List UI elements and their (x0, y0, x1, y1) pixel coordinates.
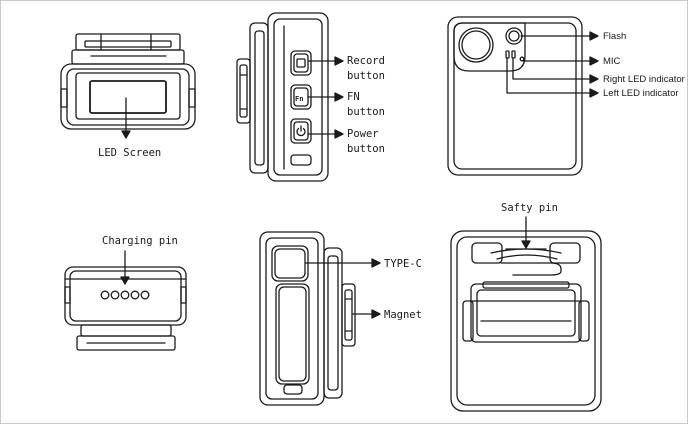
type-c-port (271, 245, 309, 282)
magnet-callout (352, 309, 381, 319)
safety-pin (471, 242, 581, 276)
charging-pins (100, 290, 150, 300)
mic-hole (519, 56, 525, 62)
fn-button-callout (307, 92, 344, 102)
left-led-label: Left LED indicator (603, 88, 679, 99)
record-button-label-2: button (347, 70, 385, 82)
type-c-side-view: TYPE-C Magnet (259, 231, 422, 406)
fn-button-label: FN (347, 91, 360, 103)
led-indicators (505, 50, 516, 59)
fn-glyph: Fn (295, 95, 303, 103)
record-button-label: Record (347, 55, 385, 67)
right-led-callout (512, 57, 599, 84)
led-screen-label: LED Screen (98, 147, 161, 159)
led-screen (75, 72, 181, 120)
record-button-callout (307, 56, 344, 66)
record-button[interactable] (290, 50, 312, 76)
back-clip-view: Safty pin (450, 202, 602, 412)
camera-lens (458, 27, 494, 63)
left-led-callout (506, 57, 599, 98)
power-button-label: Power (347, 128, 379, 140)
magnet-label: Magnet (384, 309, 422, 321)
power-button-label-2: button (347, 143, 385, 155)
right-led-label: Right LED indicator (603, 74, 685, 85)
front-camera-view: Flash MIC Right LED indicator Left LED i… (447, 16, 685, 176)
mic-callout (522, 56, 599, 66)
button-side-view: Fn Record button FN button (236, 12, 385, 182)
type-c-callout (305, 258, 381, 268)
power-button-callout (307, 129, 344, 139)
charging-pin-view: Charging pin (64, 235, 187, 351)
flash-callout (520, 31, 599, 41)
fn-button-label-2: button (347, 106, 385, 118)
flash-label: Flash (603, 31, 626, 42)
led-screen-view: LED Screen (60, 33, 196, 159)
flash-light (505, 27, 523, 45)
safty-pin-label: Safty pin (501, 202, 558, 214)
mic-label: MIC (603, 56, 621, 67)
power-button[interactable] (290, 118, 312, 144)
power-icon (296, 125, 306, 137)
type-c-label: TYPE-C (384, 258, 422, 270)
charging-pin-label: Charging pin (102, 235, 178, 247)
